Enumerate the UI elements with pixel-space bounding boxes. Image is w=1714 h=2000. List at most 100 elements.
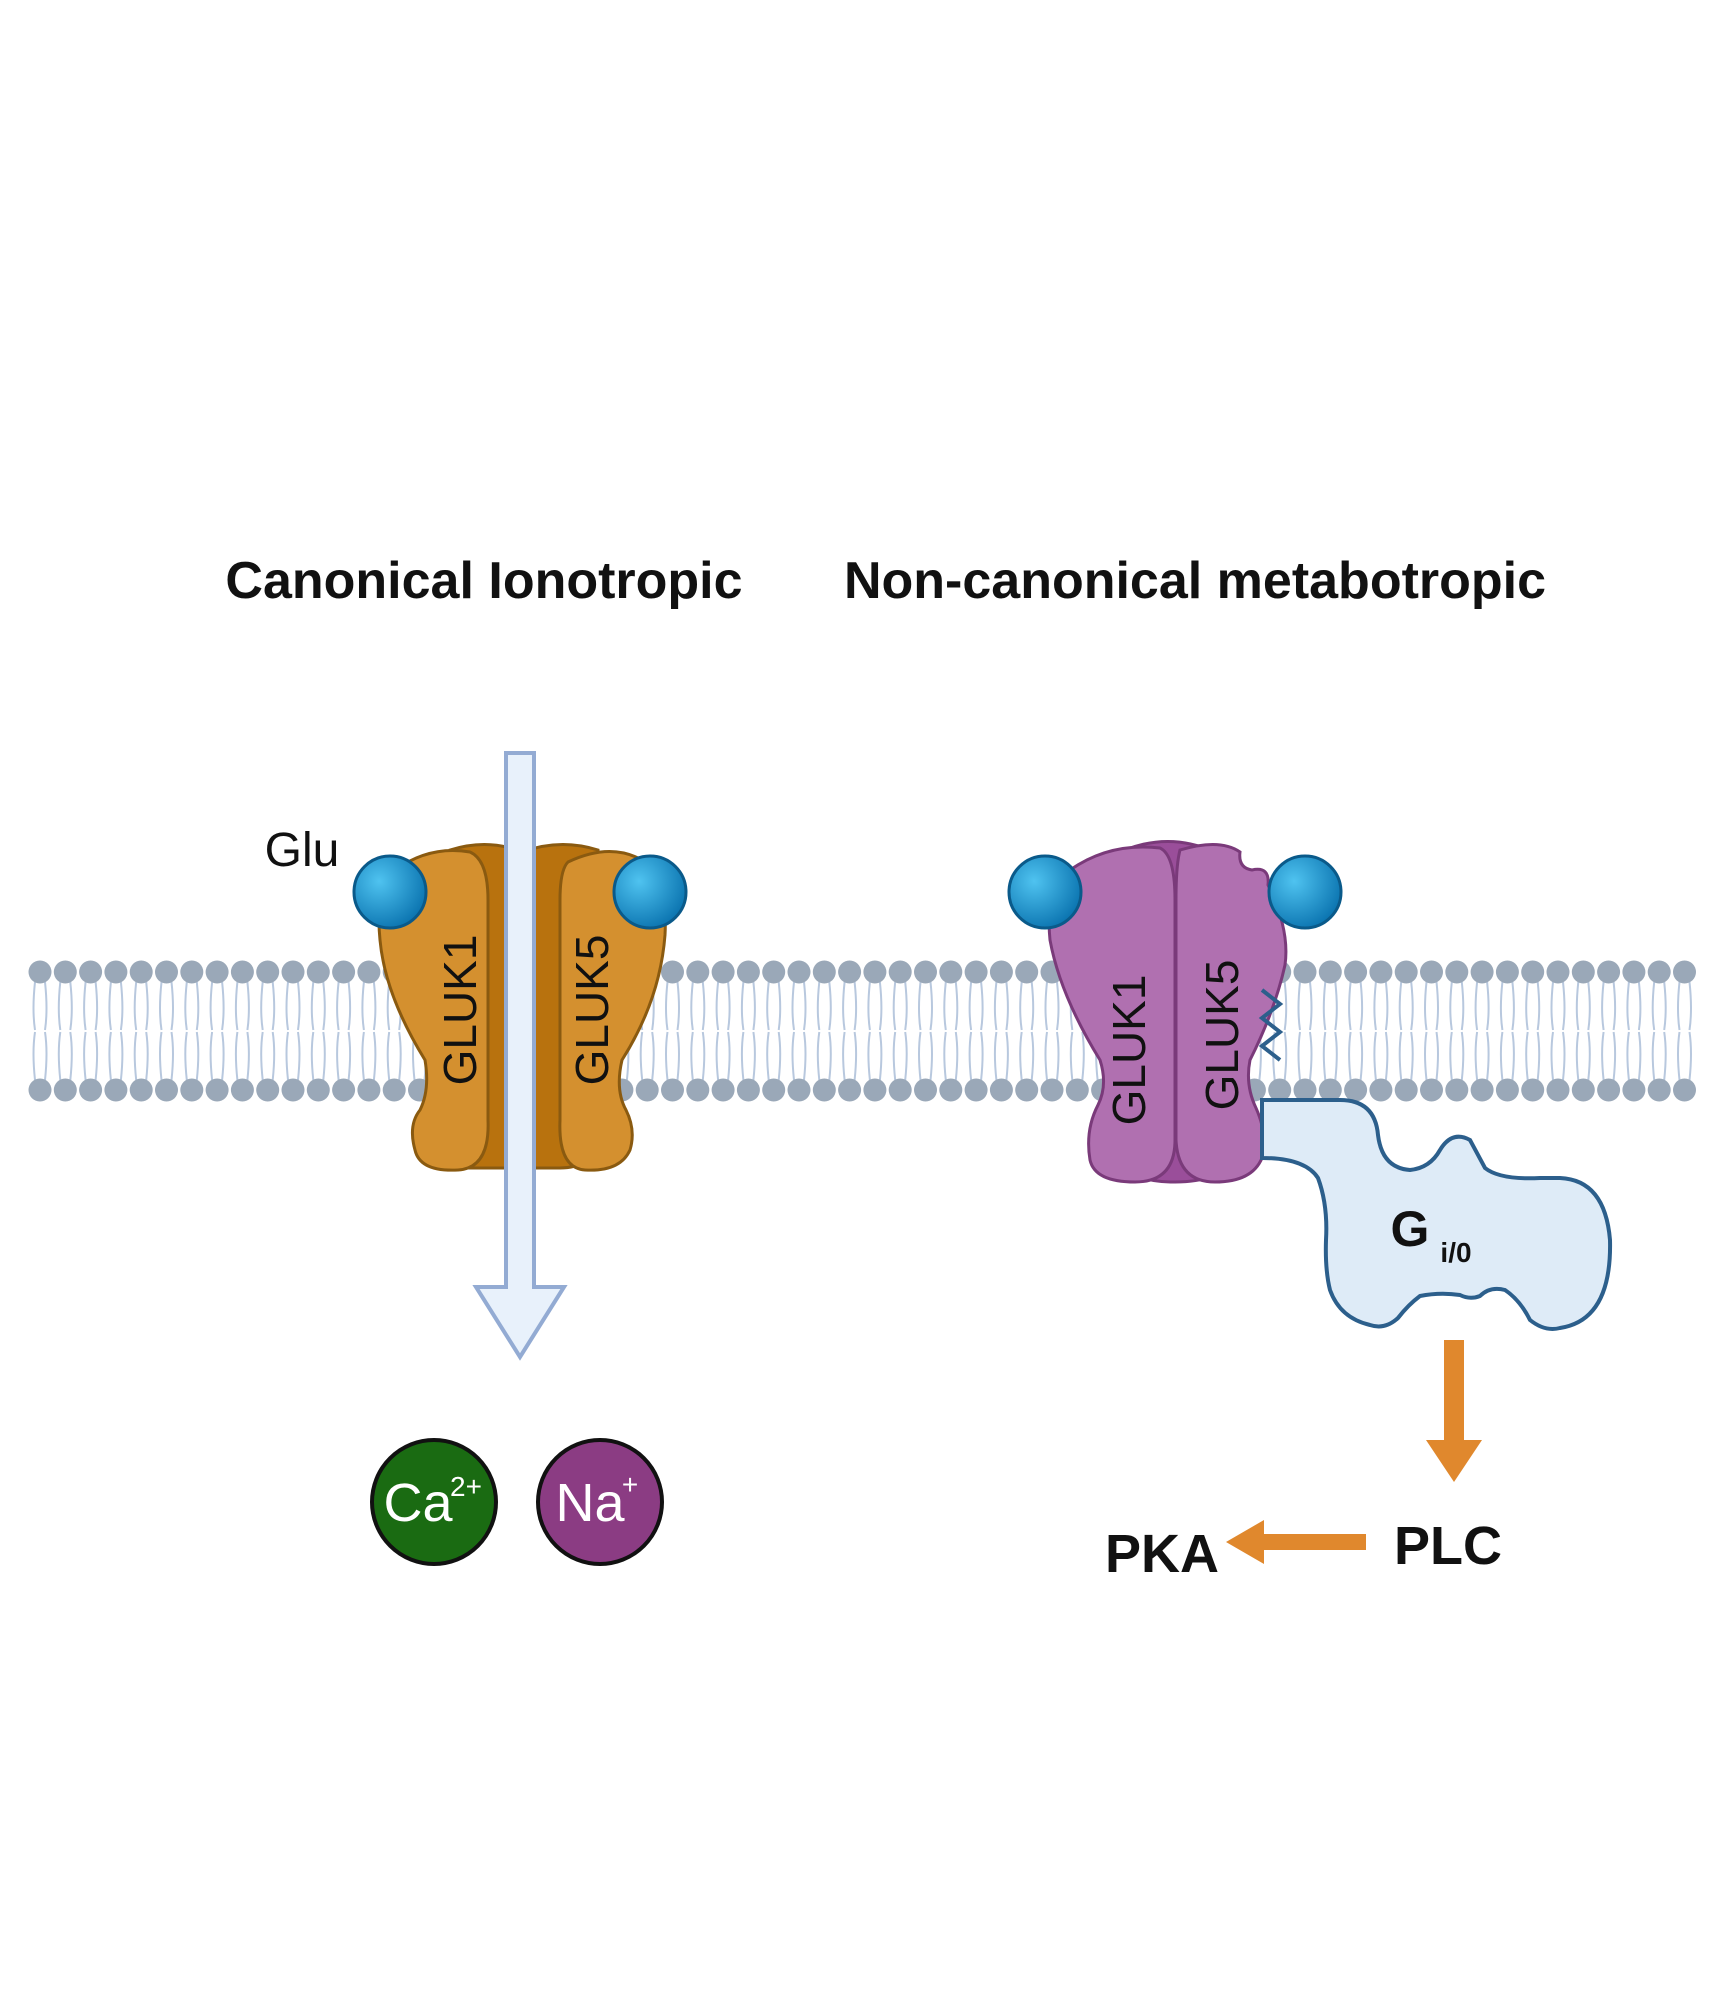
lipid-head <box>1521 960 1545 984</box>
lipid-tail <box>1637 1031 1642 1081</box>
lipid-tail <box>170 1031 174 1081</box>
lipid-head <box>382 1078 406 1102</box>
lipid-tail <box>1005 1031 1009 1081</box>
lipid-tail <box>372 1031 377 1081</box>
lipid-tail <box>867 981 871 1031</box>
lipid-tail <box>32 1031 36 1081</box>
lipid-tail <box>766 1031 770 1081</box>
lipid-tail <box>119 981 124 1031</box>
lipid-tail <box>322 1031 326 1081</box>
lipid-head <box>1344 1078 1368 1102</box>
lipid-tail <box>1019 1031 1023 1081</box>
lipid-head <box>1647 960 1671 984</box>
lipid-tail <box>1499 981 1504 1031</box>
lipid-head <box>711 960 735 984</box>
lipid-tail <box>1359 1031 1364 1081</box>
lipid-tail <box>1044 981 1048 1031</box>
lipid-tail <box>1587 1031 1591 1081</box>
lipid-tail <box>1601 1031 1605 1081</box>
lipid-tail <box>740 981 745 1031</box>
lipid-tail <box>372 981 377 1031</box>
lipid-tail <box>297 1031 301 1081</box>
lipid-head <box>1369 1078 1393 1102</box>
lipid-head <box>1318 1078 1342 1102</box>
lipid-head <box>863 1078 887 1102</box>
lipid-tail <box>1562 981 1566 1031</box>
lipid-head <box>888 960 912 984</box>
lipid-tail <box>1322 1031 1327 1081</box>
lipid-tail <box>1562 1031 1566 1081</box>
lipid-head <box>736 960 760 984</box>
lipid-head <box>357 960 381 984</box>
lipid-tail <box>766 981 770 1031</box>
lipid-tail <box>892 981 897 1031</box>
lipid-tail <box>1449 1031 1453 1081</box>
lipid-tail <box>1536 1031 1541 1081</box>
lipid-tail <box>246 981 250 1031</box>
sodium-symbol: Na <box>555 1473 625 1533</box>
lipid-tail <box>69 1031 73 1081</box>
lipid-tail <box>336 1031 340 1081</box>
lipid-tail <box>791 1031 795 1081</box>
title-canonical-ionotropic: Canonical Ionotropic <box>225 552 742 610</box>
glu-ligand-left-1 <box>352 854 428 930</box>
lipid-tail <box>1373 981 1377 1031</box>
lipid-tail <box>842 981 846 1031</box>
lipid-tail <box>1612 1031 1617 1081</box>
lipid-tail <box>386 1031 391 1081</box>
lipid-head <box>661 1078 684 1102</box>
lipid-tail <box>1384 1031 1389 1081</box>
lipid-tail <box>1283 1031 1288 1081</box>
lipid-tail <box>1511 981 1515 1031</box>
lipid-tail <box>285 1031 289 1081</box>
lipid-head <box>1470 960 1494 984</box>
lipid-tail <box>918 1031 922 1081</box>
lipid-head <box>1647 1078 1671 1102</box>
lipid-tail <box>853 981 858 1031</box>
lipid-tail <box>1056 1031 1060 1081</box>
sodium-charge: + <box>622 1469 638 1500</box>
lipid-tail <box>878 981 883 1031</box>
lipid-tail <box>234 981 239 1031</box>
lipid-tail <box>119 1031 124 1081</box>
lipid-tail <box>701 1031 706 1081</box>
lipid-tail <box>1677 981 1681 1031</box>
lipid-tail <box>727 1031 731 1081</box>
lipid-tail <box>1677 1031 1681 1081</box>
lipid-head <box>1293 1078 1317 1102</box>
lipid-head <box>812 1078 836 1102</box>
lipid-tail <box>816 1031 821 1081</box>
lipid-head <box>635 1078 659 1102</box>
lipid-tail <box>361 981 365 1031</box>
right-subunit-gluk5 <box>1174 842 1288 1184</box>
lipid-head <box>1420 960 1443 984</box>
lipid-tail <box>665 981 669 1031</box>
ion-flow-arrow <box>472 751 568 1361</box>
lipid-head <box>230 960 254 984</box>
lipid-tail <box>234 1031 239 1081</box>
lipid-bilayer <box>28 960 1696 1102</box>
lipid-tail <box>828 981 832 1031</box>
lipid-tail <box>1536 981 1541 1031</box>
lipid-tail <box>1449 981 1453 1031</box>
lipid-head <box>762 1078 786 1102</box>
lipid-tail <box>322 981 326 1031</box>
lipid-tail <box>209 1031 214 1081</box>
lipid-tail <box>1460 1031 1465 1081</box>
lipid-head <box>989 1078 1013 1102</box>
glu-ligand-left-2 <box>612 854 688 930</box>
lipid-tail <box>398 1031 402 1081</box>
lipid-head <box>79 960 103 984</box>
lipid-tail <box>1309 1031 1313 1081</box>
lipid-tail <box>1359 981 1364 1031</box>
lipid-head <box>155 1078 178 1102</box>
lipid-tail <box>159 1031 163 1081</box>
lipid-tail <box>943 1031 947 1081</box>
lipid-tail <box>145 1031 149 1081</box>
lipid-tail <box>285 981 289 1031</box>
lipid-tail <box>1499 1031 1504 1081</box>
calcium-charge: 2+ <box>450 1471 482 1502</box>
lipid-tail <box>195 1031 200 1081</box>
lipid-tail <box>1474 1031 1479 1081</box>
lipid-tail <box>94 981 99 1031</box>
